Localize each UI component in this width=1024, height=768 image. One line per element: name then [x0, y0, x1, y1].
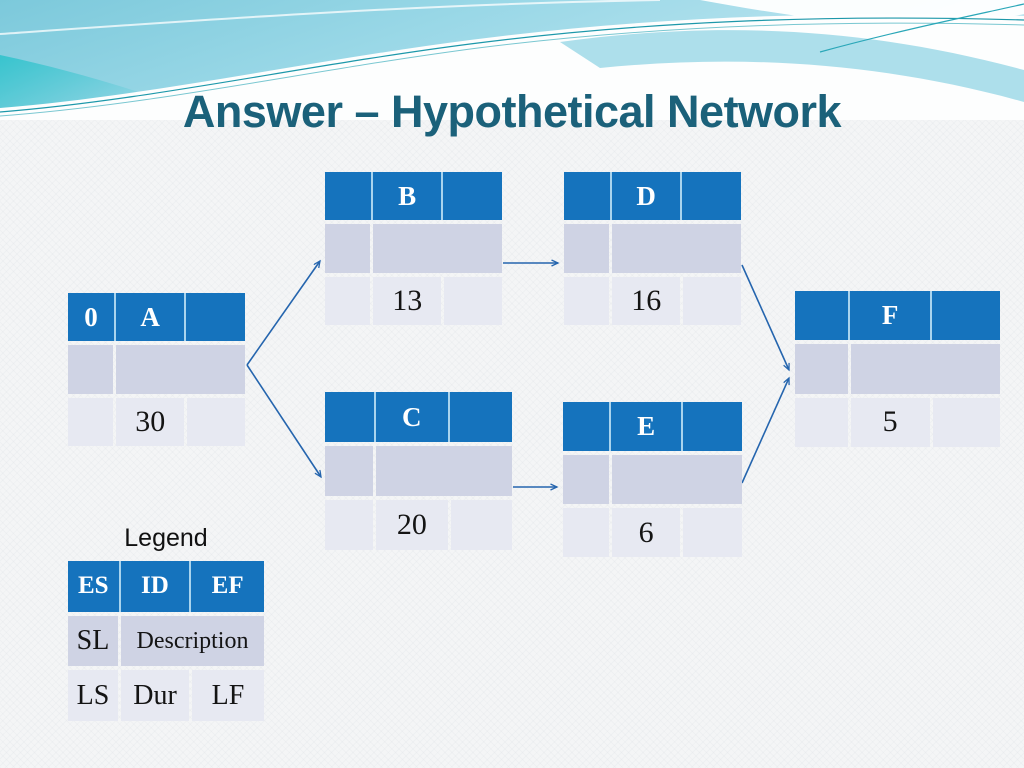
wave-blue-crescent [560, 30, 1024, 103]
node-a-dur-cell: 30 [116, 397, 185, 446]
wave-thin-white-line [0, 0, 661, 35]
header-wave-decoration [0, 0, 1024, 120]
node-d-header-row: D [564, 172, 741, 221]
activity-node-b: B 13 [325, 172, 502, 325]
node-b-description-cell [373, 224, 502, 273]
node-d-sl-cell [564, 224, 610, 273]
node-b-bottom-row: 13 [325, 276, 502, 325]
node-f-ls-cell [795, 397, 848, 447]
node-d-lf-cell [683, 276, 741, 325]
node-d-description-cell [612, 224, 741, 273]
slide-title: Answer – Hypothetical Network [182, 86, 842, 137]
legend-description-cell: Description [121, 615, 264, 667]
node-d-bottom-row: 16 [564, 276, 741, 325]
wave-teal-line-1 [0, 17, 1024, 113]
node-d-ef-cell [682, 172, 741, 221]
activity-node-d: D 16 [564, 172, 741, 325]
legend-id-cell: ID [120, 561, 190, 612]
edge-a-to-b [246, 261, 320, 366]
node-e-ls-cell [563, 508, 609, 557]
node-e-middle-row [563, 455, 742, 504]
node-e-es-cell [563, 402, 610, 451]
node-a-lf-cell [187, 397, 245, 446]
node-a-ls-cell [68, 397, 114, 446]
node-d-es-cell [564, 172, 610, 221]
node-c-id-cell: C [375, 392, 448, 442]
node-b-sl-cell [325, 224, 371, 273]
node-e-id-cell: E [611, 402, 681, 451]
node-b-middle-row [325, 224, 502, 273]
node-a-sl-cell [68, 345, 114, 394]
node-c-es-cell [325, 392, 374, 442]
legend-dur-cell: Dur [121, 670, 189, 722]
node-a-description-cell [116, 345, 245, 394]
wave-teal-line-2 [0, 22, 1024, 117]
node-b-header-row: B [325, 172, 502, 221]
legend-bottom-row: LS Dur LF [68, 670, 264, 722]
edge-d-to-f [741, 264, 789, 370]
node-f-ef-cell [931, 291, 1000, 341]
node-d-middle-row [564, 224, 741, 273]
legend-header-row: ES ID EF [68, 561, 264, 612]
node-c-ls-cell [325, 500, 374, 550]
node-a-es-cell: 0 [68, 293, 114, 342]
node-e-description-cell [611, 455, 742, 504]
node-e-lf-cell [683, 508, 742, 557]
node-b-ls-cell [325, 276, 371, 325]
node-f-dur-cell: 5 [850, 397, 930, 447]
node-f-id-cell: F [850, 291, 930, 341]
node-a-header-row: 0 A [68, 293, 245, 342]
node-c-header-row: C [325, 392, 512, 442]
node-b-lf-cell [444, 276, 502, 325]
node-c-bottom-row: 20 [325, 500, 512, 550]
node-c-ef-cell [449, 392, 512, 442]
activity-node-c: C 20 [325, 392, 512, 550]
node-e-dur-cell: 6 [611, 508, 681, 557]
node-b-es-cell [325, 172, 371, 221]
node-b-ef-cell [443, 172, 502, 221]
node-c-sl-cell [325, 446, 374, 496]
legend-es-cell: ES [68, 561, 119, 612]
legend-sl-cell: SL [68, 615, 118, 667]
node-b-id-cell: B [372, 172, 442, 221]
node-f-lf-cell [932, 397, 1000, 447]
legend-middle-row: SL Description [68, 615, 264, 667]
node-a-middle-row [68, 345, 245, 394]
activity-node-a: 0 A 30 [68, 293, 245, 446]
node-b-dur-cell: 13 [373, 276, 442, 325]
node-d-dur-cell: 16 [612, 276, 681, 325]
activity-node-e: E 6 [563, 402, 742, 557]
edge-a-to-c [246, 364, 321, 477]
node-c-lf-cell [450, 500, 512, 550]
node-f-middle-row [795, 344, 1000, 394]
node-e-header-row: E [563, 402, 742, 451]
node-c-dur-cell: 20 [376, 500, 448, 550]
node-a-id-cell: A [115, 293, 185, 342]
node-d-id-cell: D [611, 172, 681, 221]
node-e-sl-cell [563, 455, 609, 504]
legend-table: ES ID EF SL Description LS Dur LF [68, 561, 264, 722]
node-a-ef-cell [186, 293, 245, 342]
node-c-middle-row [325, 446, 512, 496]
node-e-bottom-row: 6 [563, 508, 742, 557]
node-f-header-row: F [795, 291, 1000, 341]
legend-lf-cell: LF [192, 670, 264, 722]
node-f-es-cell [795, 291, 849, 341]
legend-ef-cell: EF [191, 561, 264, 612]
node-f-sl-cell [795, 344, 848, 394]
legend-label: Legend [124, 524, 208, 552]
edge-e-to-f [741, 378, 789, 484]
node-f-description-cell [850, 344, 1000, 394]
node-c-description-cell [376, 446, 512, 496]
node-e-ef-cell [682, 402, 742, 451]
legend-ls-cell: LS [68, 670, 118, 722]
node-f-bottom-row: 5 [795, 397, 1000, 447]
wave-teal-line-3 [819, 3, 1024, 53]
node-d-ls-cell [564, 276, 610, 325]
activity-node-f: F 5 [795, 291, 1000, 447]
node-a-bottom-row: 30 [68, 397, 245, 446]
